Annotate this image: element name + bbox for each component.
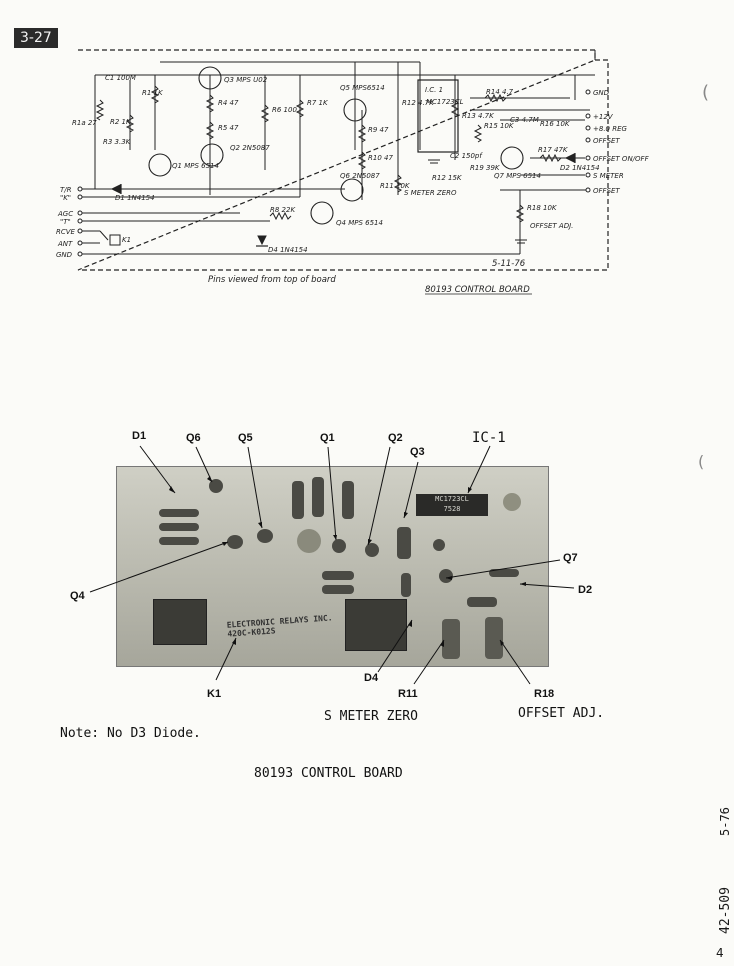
callout-q3: Q3 xyxy=(410,446,425,458)
page-tag: 3-27 xyxy=(14,28,58,48)
label-r12: R12 4.7K xyxy=(402,99,435,107)
label-r5: R5 47 xyxy=(218,124,239,132)
label-d1: D1 1N4154 xyxy=(115,194,155,202)
conn-right-12v: +12V xyxy=(593,113,614,121)
callout-q5: Q5 xyxy=(238,432,253,444)
hole-mark-mid: ( xyxy=(698,452,705,471)
label-r10: R10 47 xyxy=(368,154,393,162)
callout-k1: K1 xyxy=(207,688,222,700)
label-q3: Q3 MPS U02 xyxy=(224,76,268,84)
label-q1: Q1 MPS 6514 xyxy=(172,162,219,170)
ic1-chip: MC1723CL 7528 xyxy=(416,494,488,516)
callout-q4: Q4 xyxy=(70,590,85,602)
label-r14: R14 4.7 xyxy=(486,88,514,96)
label-c3: C3 4.7M xyxy=(510,116,539,124)
relay-body xyxy=(345,599,407,651)
pins-note: Pins viewed from top of board xyxy=(208,275,336,285)
label-ic1-part: MC1723CL xyxy=(426,98,464,106)
label-q5: Q5 MPS6514 xyxy=(340,84,385,92)
schematic-diagram: T/R "K" AGC "T" RCVE ANT GND GND +12V +8… xyxy=(56,49,650,295)
callout-r11: R11 xyxy=(398,688,418,700)
callout-q7: Q7 xyxy=(563,552,578,564)
label-q6: Q6 2N5087 xyxy=(340,172,380,180)
label-r3: R3 3.3K xyxy=(103,138,132,146)
conn-rcve: RCVE xyxy=(56,228,76,236)
note-no-d3: Note: No D3 Diode. xyxy=(60,726,201,741)
label-q2: Q2 2N5087 xyxy=(230,144,270,152)
caption-s-meter-zero: S METER ZERO xyxy=(324,709,418,724)
conn-right-offset-2: OFFSET xyxy=(593,187,620,195)
callout-d2: D2 xyxy=(578,584,593,596)
label-c2: C2 150pf xyxy=(450,152,483,160)
label-r11-note: S METER ZERO xyxy=(404,189,457,197)
label-r1a: R1a 27 xyxy=(72,119,97,127)
hole-mark-top: ( xyxy=(702,82,710,103)
conn-t: "T" xyxy=(60,218,71,226)
callout-q6: Q6 xyxy=(186,432,201,444)
label-r16: R16 10K xyxy=(540,120,571,128)
label-d2: D2 1N4154 xyxy=(560,164,600,172)
conn-right-smeter: S METER xyxy=(593,172,624,180)
label-c1: C1 100M xyxy=(105,74,136,82)
label-r4: R4 47 xyxy=(218,99,239,107)
caption-offset-adj: OFFSET ADJ. xyxy=(518,706,605,721)
label-r12b: R12 15K xyxy=(432,174,463,182)
schematic-board-title: 80193 CONTROL BOARD xyxy=(425,285,530,295)
label-q7: Q7 MPS 6514 xyxy=(494,172,541,180)
conn-ant: ANT xyxy=(57,240,73,248)
label-r7: R7 1K xyxy=(307,99,329,107)
label-r11: R11 10K xyxy=(380,182,411,190)
conn-tr: T/R xyxy=(60,186,72,194)
callout-q1: Q1 xyxy=(320,432,335,444)
conn-k: "K" xyxy=(60,194,71,202)
label-r13: R13 4.7K xyxy=(462,112,495,120)
label-r15: R15 10K xyxy=(484,122,515,130)
label-r9: R9 47 xyxy=(368,126,389,134)
label-r8: R8 22K xyxy=(270,206,296,214)
label-r18-note: OFFSET ADJ. xyxy=(530,222,573,230)
conn-right-offset-onoff: OFFSET ON/OFF xyxy=(593,155,650,163)
conn-right-8v: +8.0 REG xyxy=(593,125,628,133)
conn-gnd: GND xyxy=(56,251,73,259)
label-q4: Q4 MPS 6514 xyxy=(336,219,383,227)
label-r1: R1 1K xyxy=(142,89,164,97)
callout-q2: Q2 xyxy=(388,432,403,444)
label-r19: R19 39K xyxy=(470,164,501,172)
side-rev-block: 5-76 xyxy=(718,807,732,836)
callout-ic1: IC-1 xyxy=(472,430,506,446)
conn-agc: AGC xyxy=(57,210,73,218)
label-d4: D4 1N4154 xyxy=(268,246,308,254)
label-r17: R17 47K xyxy=(538,146,569,154)
callout-d1: D1 xyxy=(132,430,147,442)
callout-r18: R18 xyxy=(534,688,555,700)
label-r2: R2 1K xyxy=(110,118,132,126)
callout-d4: D4 xyxy=(364,672,379,684)
page-board-title: 80193 CONTROL BOARD xyxy=(254,766,403,781)
conn-right-gnd: GND xyxy=(593,89,610,97)
label-ic1: I.C. 1 xyxy=(425,86,443,94)
conn-right-offset: OFFSET xyxy=(593,137,620,145)
relay-k1-body xyxy=(153,599,207,645)
label-r6: R6 100 xyxy=(272,106,297,114)
page-mark: 4 xyxy=(716,946,724,960)
label-r18: R18 10K xyxy=(527,204,558,212)
schematic-date: 5-11-76 xyxy=(492,259,526,269)
label-k1: K1 xyxy=(122,236,131,244)
